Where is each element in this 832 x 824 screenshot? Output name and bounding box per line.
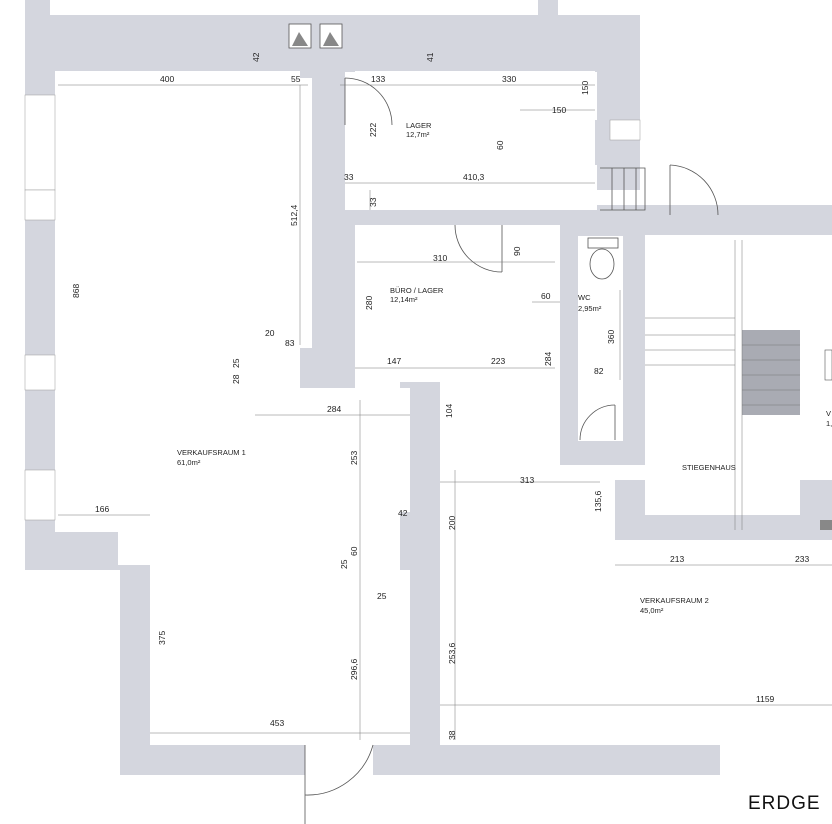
- lager-floor: [345, 72, 597, 210]
- room-lager-area: 12,7m²: [406, 130, 430, 139]
- verkaufsraum-2-floor: [440, 470, 832, 745]
- room-wc-name: WC: [578, 293, 591, 302]
- dim-82: 82: [594, 366, 604, 376]
- room-labels: LAGER 12,7m² BÜRO / LAGER 12,14m² WC 2,9…: [177, 121, 832, 615]
- room-lager-name: LAGER: [406, 121, 432, 130]
- dim-296-6: 296,6: [349, 658, 359, 680]
- dim-233: 233: [795, 554, 809, 564]
- dim-313: 313: [520, 475, 534, 485]
- toilet-fixture: [587, 237, 619, 280]
- dim-55: 55: [291, 74, 301, 84]
- room-verkauf1-name: VERKAUFSRAUM 1: [177, 448, 246, 457]
- dim-400: 400: [160, 74, 174, 84]
- dim-90: 90: [512, 246, 522, 256]
- dim-213: 213: [670, 554, 684, 564]
- dim-60a: 60: [495, 140, 505, 150]
- dim-42b: 42: [398, 508, 408, 518]
- dimension-lines: [58, 84, 832, 740]
- dim-253-6: 253,6: [447, 642, 457, 664]
- buero-floor: [355, 225, 560, 440]
- room-buero-area: 12,14m²: [390, 295, 418, 304]
- dim-253: 253: [349, 451, 359, 465]
- dim-135-6: 135,6: [593, 490, 603, 512]
- dim-200: 200: [447, 516, 457, 530]
- verkaufsraum-1-floor: [55, 78, 410, 745]
- drawing-title: ERDGE: [748, 793, 821, 814]
- dim-42a: 42: [251, 52, 261, 62]
- dim-33b: 33: [368, 197, 378, 207]
- stiegenhaus-floor: [645, 240, 800, 515]
- dim-223: 223: [491, 356, 505, 366]
- dim-1159: 1159: [756, 694, 775, 704]
- dim-147: 147: [387, 356, 401, 366]
- dim-868: 868: [71, 284, 81, 298]
- dim-83: 83: [285, 338, 295, 348]
- room-partial-area: 1,: [826, 419, 832, 428]
- room-stiegenhaus-name: STIEGENHAUS: [682, 463, 736, 472]
- doorway-bottom: [305, 745, 373, 795]
- chimney-shafts: [288, 23, 343, 49]
- dim-360: 360: [606, 330, 616, 344]
- room-floors: [55, 72, 832, 795]
- dim-330: 330: [502, 74, 516, 84]
- dim-41: 41: [425, 52, 435, 62]
- doorway-right: [720, 745, 832, 775]
- wc-floor: [578, 236, 623, 441]
- door-swings: [304, 77, 719, 824]
- dim-104: 104: [444, 404, 454, 418]
- room-verkauf1-area: 61,0m²: [177, 458, 201, 467]
- room-wc-area: 2,95m²: [578, 304, 602, 313]
- dimension-labels: 400 55 133 330 150 33 410,3 310 60 20 83…: [71, 52, 809, 740]
- dim-453: 453: [270, 718, 284, 728]
- window-marks: [24, 94, 641, 521]
- dim-284h: 284: [327, 404, 341, 414]
- dim-310: 310: [433, 253, 447, 263]
- dim-25: 25: [231, 358, 241, 368]
- dim-284v: 284: [543, 352, 553, 366]
- dim-25b: 25: [377, 591, 387, 601]
- dim-150h: 150: [552, 105, 566, 115]
- dim-410-3: 410,3: [463, 172, 485, 182]
- dim-150v: 150: [580, 81, 590, 95]
- dim-20: 20: [265, 328, 275, 338]
- staircase: [645, 240, 832, 530]
- dim-375: 375: [157, 631, 167, 645]
- dim-28: 28: [231, 374, 241, 384]
- room-verkauf2-area: 45,0m²: [640, 606, 664, 615]
- room-verkauf2-name: VERKAUFSRAUM 2: [640, 596, 709, 605]
- dim-60c: 60: [349, 546, 359, 556]
- dim-133: 133: [371, 74, 385, 84]
- dim-25a: 25: [339, 559, 349, 569]
- dim-38: 38: [447, 730, 457, 740]
- dim-60b: 60: [541, 291, 551, 301]
- room-buero-name: BÜRO / LAGER: [390, 286, 444, 295]
- dim-512-4: 512,4: [289, 204, 299, 226]
- dim-280: 280: [364, 296, 374, 310]
- dim-33a: 33: [344, 172, 354, 182]
- dim-166: 166: [95, 504, 109, 514]
- room-partial-name: V: [826, 409, 831, 418]
- dim-222: 222: [368, 123, 378, 137]
